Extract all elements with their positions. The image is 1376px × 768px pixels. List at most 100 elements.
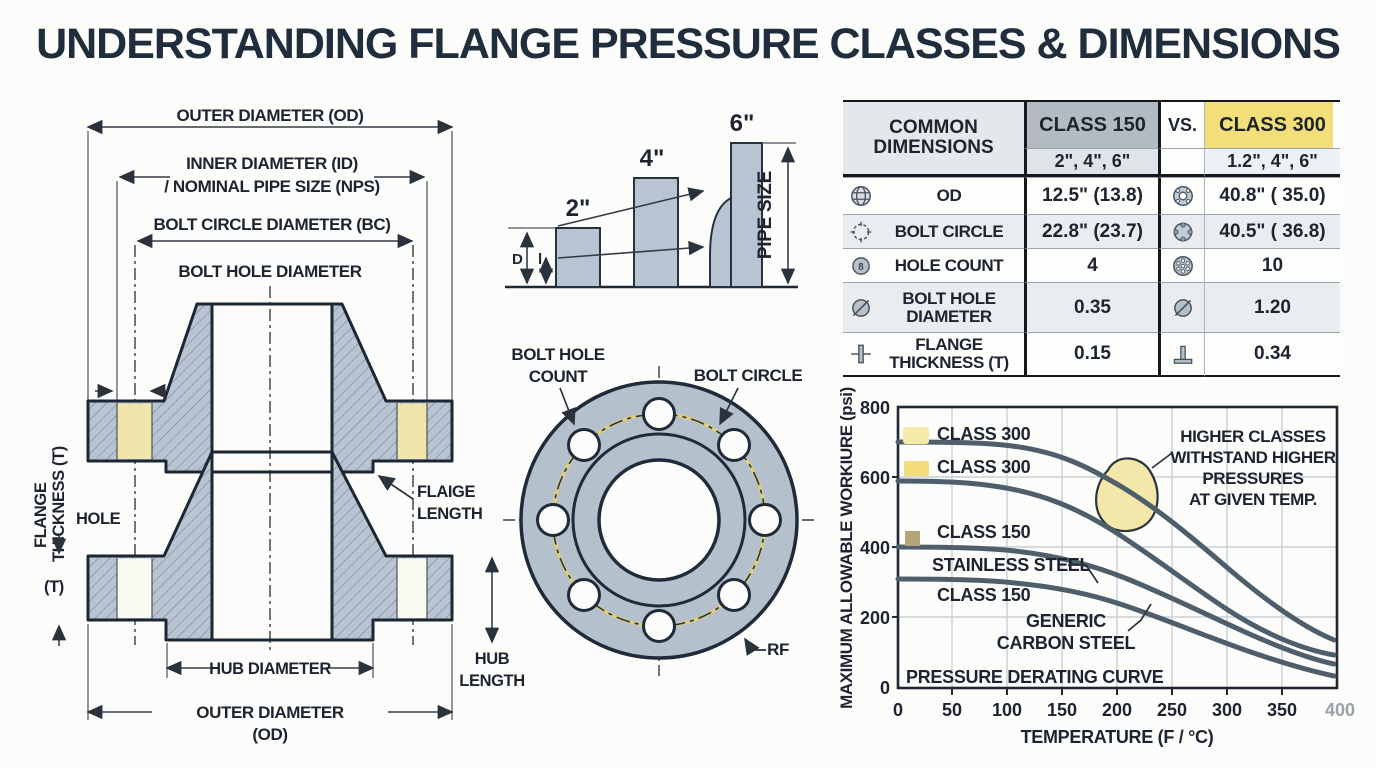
hub-length-line1: HUB <box>475 650 510 668</box>
bolt-pattern-icon <box>1172 221 1193 242</box>
bolt-circle-class150-value: 22.8" (23.7) <box>1024 214 1158 248</box>
svg-text:WITHSTAND HIGHER: WITHSTAND HIGHER <box>1170 448 1335 467</box>
bolt-hole-bands <box>116 403 428 619</box>
t-abbrev-label: (T) <box>44 578 64 596</box>
flange-face-icon <box>1172 186 1193 206</box>
cross-section-diagram: OUTER DIAMETER (OD) INNER DIAMETER (ID) … <box>32 106 525 744</box>
column-header-vs: VS. <box>1158 102 1204 148</box>
stainless-leader <box>1068 564 1099 584</box>
bolt-hole-diameter-mid-icon-cell <box>1158 282 1204 332</box>
row-label: FLANGE THICKNESS (T) <box>889 335 1009 372</box>
x-axis-ticks: 0 50 100 150 200 250 300 350 400 <box>893 700 1355 720</box>
bolt-circle-leader <box>719 387 739 426</box>
table-row-hole-count: 8 HOLE COUNT <box>843 248 1024 282</box>
svg-text:150: 150 <box>1047 700 1077 720</box>
rf-label: RF <box>767 640 789 659</box>
bolt-circle-mid-icon-cell <box>1158 214 1204 248</box>
pipe-size-label: PIPE SIZE <box>755 171 776 259</box>
bolt-circle-icon <box>850 221 872 242</box>
hole-icon: 8 <box>852 256 870 275</box>
bolt-hole-count-line2: COUNT <box>529 367 588 386</box>
flange-thickness-icon <box>851 344 871 364</box>
common-dimensions-table: COMMON DIMENSIONS CLASS 150 VS. CLASS 30… <box>843 100 1340 377</box>
growth-arrow-upper <box>557 187 705 227</box>
svg-text:200: 200 <box>1102 700 1132 720</box>
bolt-circle-label: BOLT CIRCLE <box>694 366 803 385</box>
flange-thickness-mid-icon-cell <box>1158 332 1204 377</box>
label-class300-lower: CLASS 300 <box>937 457 1031 477</box>
column-header-class300: CLASS 300 <box>1204 102 1340 148</box>
label-class150-lower: CLASS 150 <box>937 585 1031 605</box>
svg-text:400: 400 <box>1325 700 1355 720</box>
table-row-bolt-circle: BOLT CIRCLE <box>843 214 1024 248</box>
growth-arrow-lower <box>557 240 705 259</box>
tee-section-icon <box>1173 345 1192 364</box>
row-label: BOLT HOLE DIAMETER <box>902 288 996 326</box>
table-row-flange-thickness: FLANGE THICKNESS (T) <box>843 332 1024 377</box>
y-axis-ticks: 800 600 400 200 0 <box>860 398 890 698</box>
row-label: BOLT CIRCLE <box>894 221 1004 241</box>
swatch-class300-lower <box>904 461 929 476</box>
od-bottom-label2: (OD) <box>252 725 287 744</box>
column-header-class150: CLASS 150 <box>1024 102 1158 148</box>
label-class300-upper: CLASS 300 <box>937 424 1031 444</box>
bc-label: BOLT CIRCLE DIAMETER (BC) <box>153 215 390 234</box>
flange-length-leader <box>377 475 414 500</box>
svg-text:THICKNESS (T): THICKNESS (T) <box>50 446 68 562</box>
svg-text:800: 800 <box>860 398 890 418</box>
bar-2in <box>555 227 601 288</box>
page-title: UNDERSTANDING FLANGE PRESSURE CLASSES & … <box>36 20 1341 68</box>
svg-text:400: 400 <box>860 538 890 558</box>
hub-length-line2: LENGTH <box>459 672 524 690</box>
swatch-class150 <box>905 531 920 546</box>
od-bottom-label: OUTER DIAMETER <box>196 703 344 722</box>
svg-text:FLANGE: FLANGE <box>32 482 50 548</box>
bore <box>597 458 721 582</box>
bolt-hole-diameter-class300-value: 1.20 <box>1204 282 1340 332</box>
bolt-circle-class300-value: 40.5" ( 36.8) <box>1204 214 1340 248</box>
sizes-spacer <box>1158 148 1204 177</box>
svg-text:300: 300 <box>1212 700 1242 720</box>
flange-length-line1: FLAIGE <box>417 483 475 501</box>
od-top-label: OUTER DIAMETER (OD) <box>177 106 364 125</box>
curve-class150-upper <box>895 544 1337 667</box>
svg-text:8: 8 <box>858 261 864 272</box>
d-label: D <box>512 251 523 268</box>
blob-leader <box>1151 452 1173 469</box>
sizes-class300: 1.2", 4", 6" <box>1204 148 1340 177</box>
svg-text:50: 50 <box>942 700 962 720</box>
svg-text:0: 0 <box>880 678 890 698</box>
y-axis-label: MAXIMUM ALLOWABLE WORKIURE (psi) <box>837 387 856 709</box>
highlight-blob <box>1095 457 1159 533</box>
table-row-od: OD <box>843 177 1024 214</box>
svg-text:250: 250 <box>1157 700 1187 720</box>
bolt-hole-diameter-class150-value: 0.35 <box>1024 282 1158 332</box>
label-generic: GENERIC <box>1026 611 1106 631</box>
raised-face-ring <box>571 432 747 608</box>
curve-class300-upper <box>895 439 1337 643</box>
flange-thickness-label: FLANGE THICKNESS (T) <box>32 446 68 562</box>
diameter-icon <box>852 298 870 317</box>
extension-lines <box>87 131 453 400</box>
hole-count-mid-icon-cell <box>1158 248 1204 282</box>
svg-text:350: 350 <box>1267 700 1297 720</box>
sizes-class150: 2", 4", 6" <box>1024 148 1158 177</box>
label-carbon-steel: CARBON STEEL <box>997 633 1136 653</box>
svg-text:AT GIVEN TEMP.: AT GIVEN TEMP. <box>1189 490 1317 509</box>
svg-text:200: 200 <box>860 608 890 628</box>
flange-length-line2: LENGTH <box>417 505 482 523</box>
rf-leader <box>744 637 766 657</box>
bolt-hole-diameter-label: BOLT HOLE DIAMETER <box>178 262 361 281</box>
svg-text:0: 0 <box>893 700 903 720</box>
generic-leader <box>1127 603 1152 632</box>
flange-thickness-class150-value: 0.15 <box>1024 332 1158 377</box>
label-stainless-steel: STAINLESS STEEL <box>932 555 1090 575</box>
perforated-disc-icon <box>1172 255 1193 276</box>
l-label: l <box>538 251 542 268</box>
od-mid-icon-cell <box>1158 177 1204 214</box>
svg-text:HIGHER CLASSES: HIGHER CLASSES <box>1180 427 1326 446</box>
bar-label-2in: 2" <box>566 195 591 222</box>
bar-4in <box>633 177 679 288</box>
id-label-line1: INNER DIAMETER (ID) <box>186 154 358 173</box>
